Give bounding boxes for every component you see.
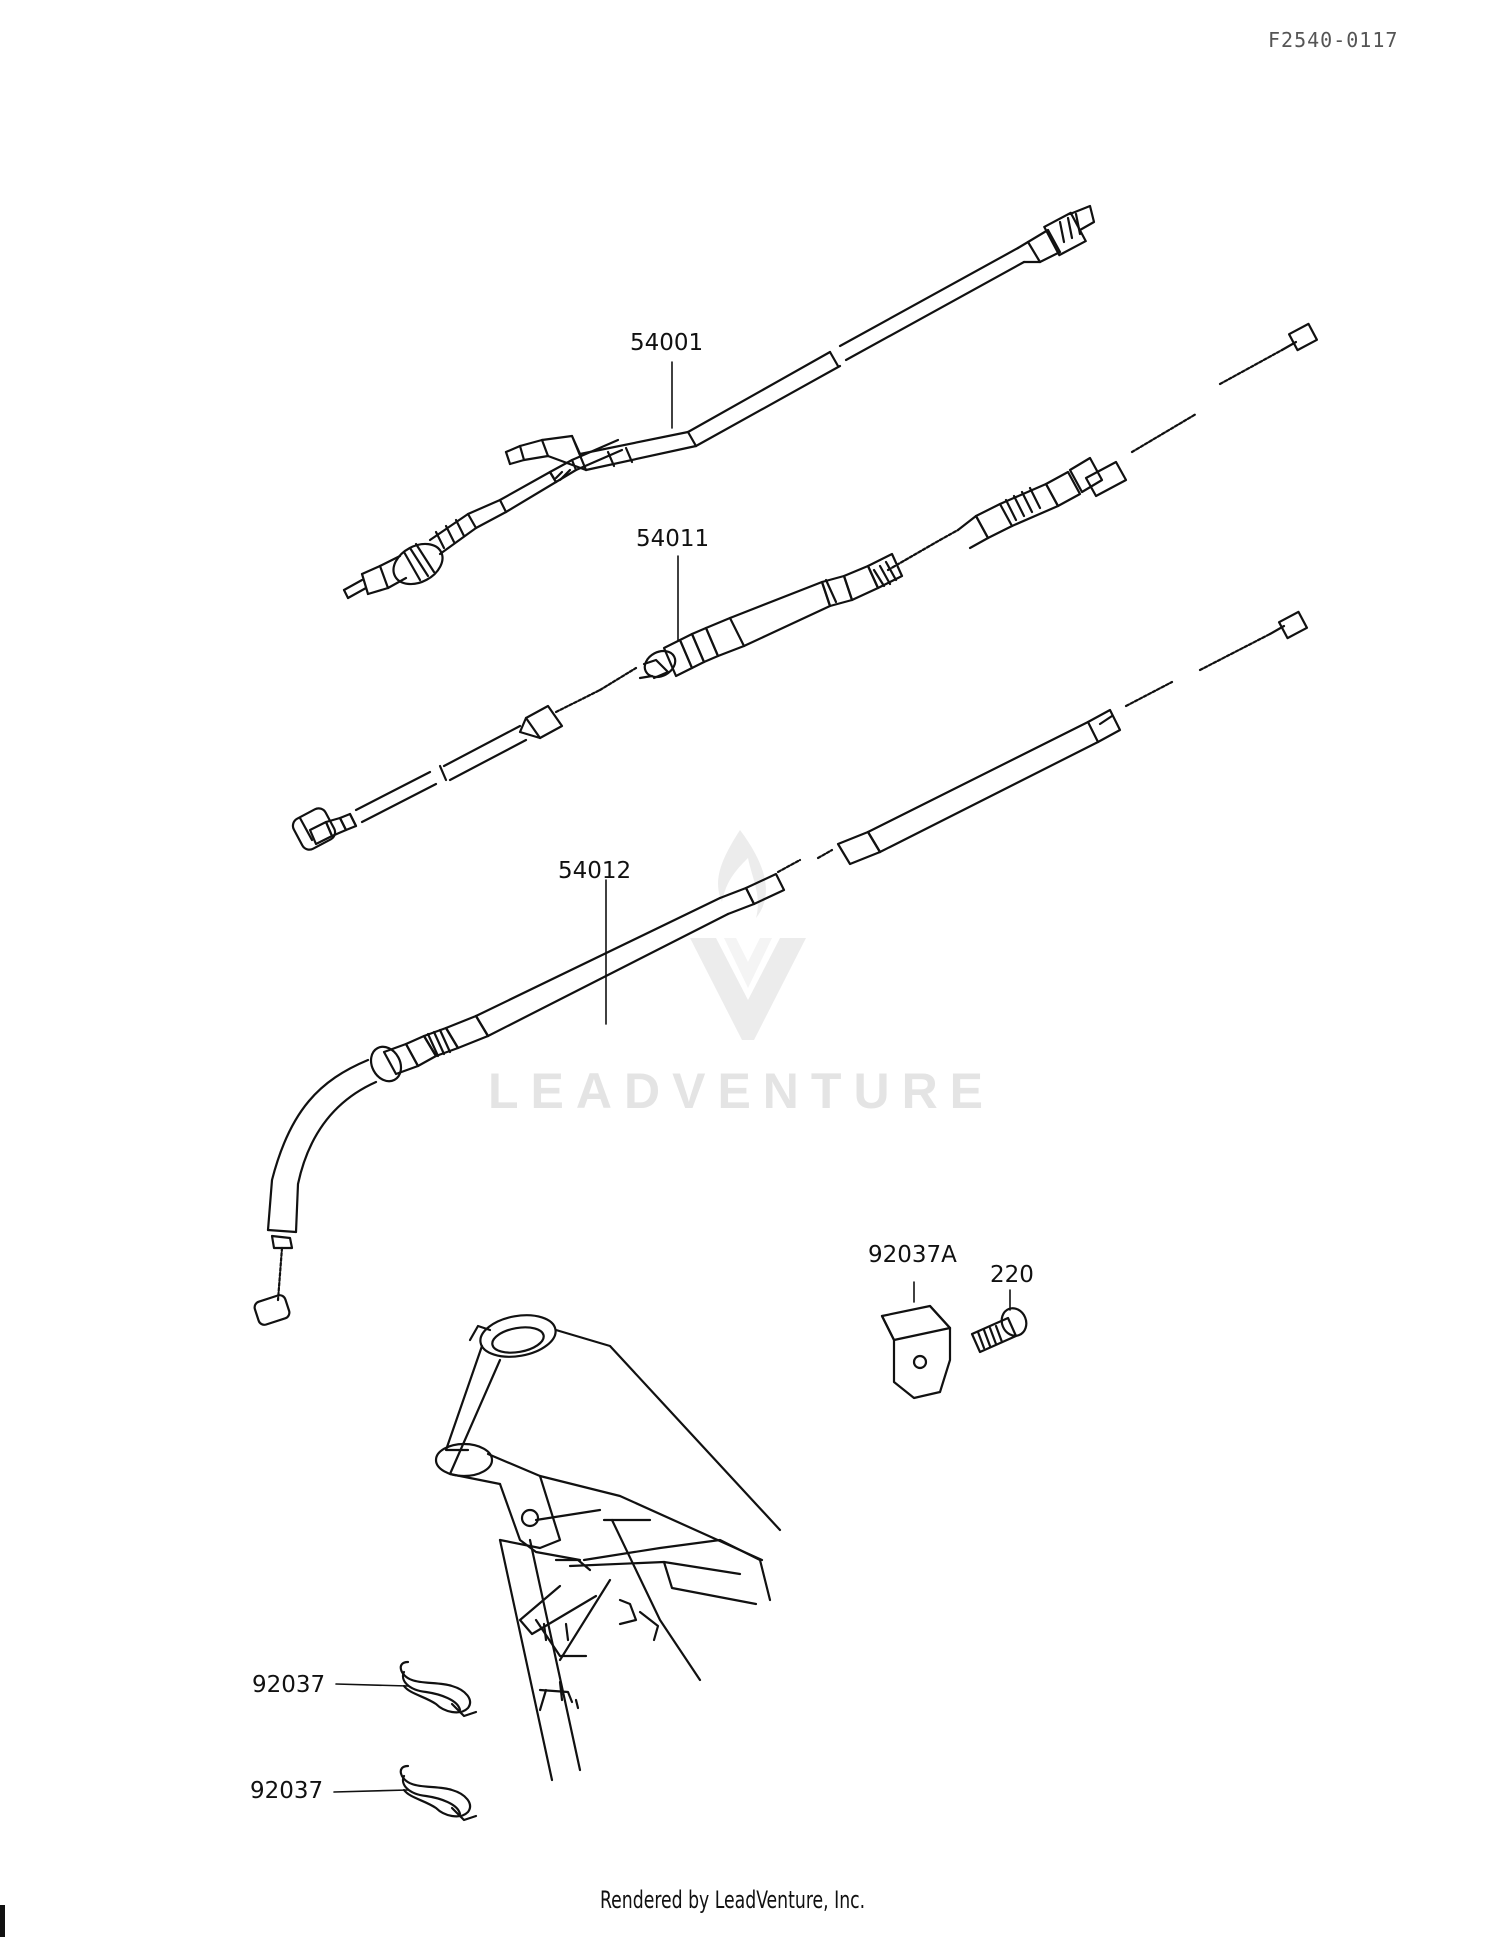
part-label-clamp-lower: 92037 [250, 1778, 324, 1804]
bracket [880, 1304, 952, 1400]
part-label-speedometer-cable: 54001 [630, 330, 704, 356]
speedometer-cable [342, 204, 1096, 600]
bolt [970, 1307, 1028, 1354]
document-code: F2540-0117 [1268, 28, 1399, 52]
part-label-bracket: 92037A [868, 1242, 957, 1268]
clamp-upper [399, 1660, 478, 1718]
frame [434, 1314, 782, 1782]
part-label-clamp-upper: 92037 [252, 1672, 326, 1698]
part-label-clutch-cable: 54011 [636, 526, 710, 552]
clamp-lower [399, 1764, 478, 1822]
leader-lines [333, 361, 1011, 1793]
edge-mark [0, 1905, 5, 1937]
throttle-cable [253, 610, 1309, 1326]
part-label-throttle-cable: 54012 [558, 858, 632, 884]
watermark-brand: LEADVENTURE [488, 1063, 996, 1119]
footer-credit: Rendered by LeadVenture, Inc. [600, 1886, 866, 1914]
clutch-cable [291, 322, 1319, 851]
watermark-logo-icon [690, 830, 806, 1040]
part-label-bolt: 220 [990, 1262, 1034, 1288]
